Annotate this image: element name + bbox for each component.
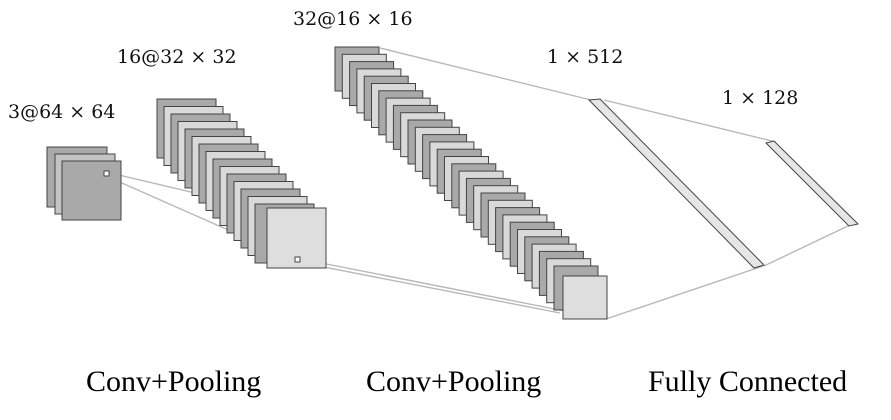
kernel-window-marker: [294, 256, 301, 263]
stage-label-fully-connected: Fully Connected: [648, 365, 848, 398]
connector-line: [763, 223, 853, 267]
input-channel: [61, 160, 122, 221]
connector-line: [295, 257, 586, 316]
input-layer-label: 3@64 × 64: [8, 101, 116, 123]
fc-layer-512-bar: [587, 98, 765, 269]
kernel-window-marker: [103, 170, 110, 177]
conv2-layer-label: 32@16 × 16: [293, 8, 413, 30]
connector-line: [603, 99, 777, 143]
fc2-layer-label: 1 × 128: [722, 87, 799, 109]
fc-layer-128-bar: [765, 140, 860, 227]
stage-label-conv-pooling-1: Conv+Pooling: [86, 365, 262, 398]
connector-line: [379, 47, 592, 101]
stage-label-conv-pooling-2: Conv+Pooling: [366, 365, 542, 398]
fc1-layer-label: 1 × 512: [547, 46, 624, 68]
connector-line: [297, 261, 561, 314]
conv1-layer-label: 16@32 × 32: [117, 46, 237, 68]
feature-map-front: [562, 275, 608, 320]
connector-line: [605, 265, 764, 320]
